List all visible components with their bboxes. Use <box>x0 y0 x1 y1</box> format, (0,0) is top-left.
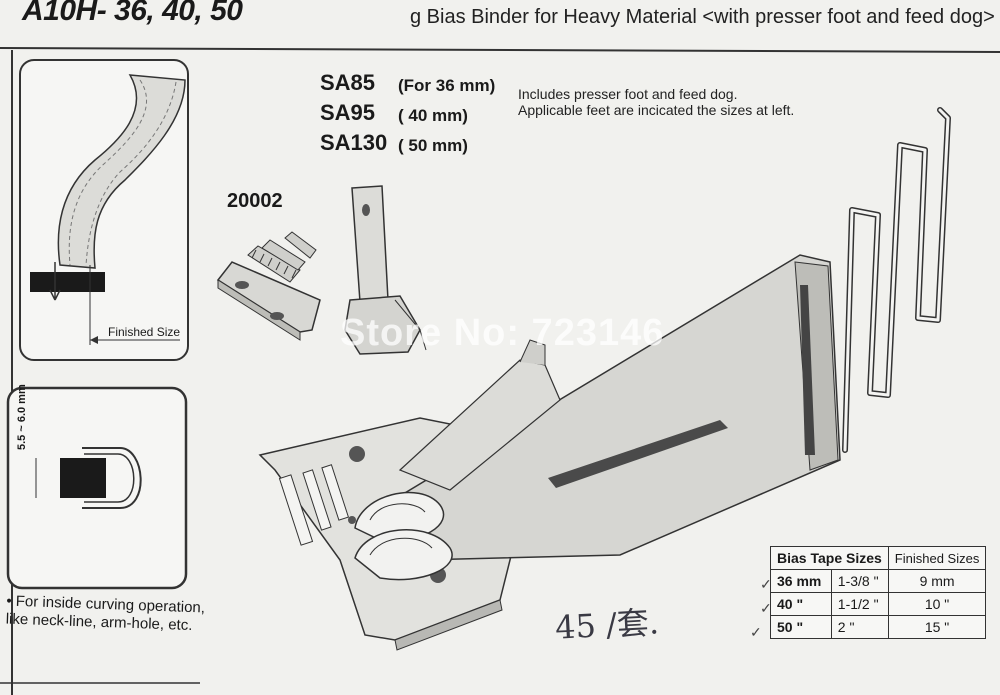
check-mark-icon: ✓ <box>760 576 772 592</box>
wire-guide-highlight <box>843 108 950 452</box>
model-size: ( 50 mm) <box>398 136 468 155</box>
feed-dog-illustration <box>216 231 321 341</box>
cross-section-illustration <box>6 386 188 590</box>
finished-size-label: Finished Size <box>108 325 181 339</box>
header: A10H- 36, 40, 50 g Bias Binder for Heavy… <box>0 0 1000 53</box>
notes: Includes presser foot and feed dog. Appl… <box>518 86 794 118</box>
model-code: A10H- 36, 40, 50 <box>22 0 243 27</box>
model-code-sa85: SA85 <box>320 70 376 95</box>
curved-tape-illustration <box>19 59 189 361</box>
cell-finished: 10 " <box>887 592 987 616</box>
cell-mm: 40 " <box>770 592 832 616</box>
cell-inch: 2 " <box>830 615 889 639</box>
model-code-sa95: SA95 <box>320 100 376 125</box>
page-title: g Bias Binder for Heavy Material <with p… <box>410 6 995 28</box>
cell-inch: 1-1/2 " <box>830 592 889 616</box>
size-table-header: Bias Tape Sizes Finished Sizes <box>770 546 987 570</box>
cell-mm: 36 mm <box>770 569 832 593</box>
header-rule <box>0 47 1000 53</box>
size-table: Bias Tape Sizes Finished Sizes 36 mm 1-3… <box>770 546 987 639</box>
note-line: Includes presser foot and feed dog. <box>518 86 738 102</box>
model-size: (For 36 mm) <box>398 76 496 95</box>
left-panels <box>0 50 200 695</box>
bias-binder-illustration <box>354 254 841 581</box>
table-row: 50 " 2 " 15 " <box>770 615 987 639</box>
feed-dog-part-number: 20002 <box>227 190 283 212</box>
presser-foot-illustration <box>344 185 427 355</box>
model-size: ( 40 mm) <box>398 106 468 125</box>
check-mark-icon: ✓ <box>750 624 762 640</box>
table-row: 36 mm 1-3/8 " 9 mm <box>770 569 987 593</box>
cell-mm: 50 " <box>770 615 832 639</box>
table-row: 40 " 1-1/2 " 10 " <box>770 592 987 616</box>
handwritten-price: 45 /套. <box>554 603 660 647</box>
column-header-finished: Finished Sizes <box>887 546 987 570</box>
watermark: Store No: 723146 <box>340 312 665 354</box>
model-code-sa130: SA130 <box>320 130 388 155</box>
wire-guide-illustration <box>842 107 951 453</box>
note-line: Applicable feet are incicated the sizes … <box>518 102 795 118</box>
cell-inch: 1-3/8 " <box>830 569 889 593</box>
check-mark-icon: ✓ <box>760 600 772 616</box>
cell-finished: 15 " <box>887 615 987 639</box>
cell-finished: 9 mm <box>887 569 987 593</box>
column-header-bias-tape: Bias Tape Sizes <box>770 546 889 570</box>
